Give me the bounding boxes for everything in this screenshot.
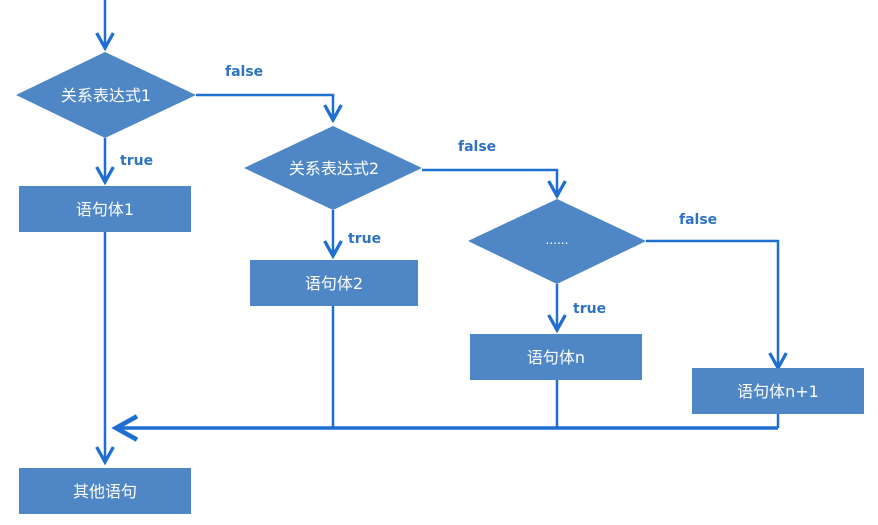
statement-box-n	[470, 334, 642, 380]
statement-n-label: 语句体n	[527, 348, 585, 367]
decision-diamond-3	[468, 199, 646, 284]
true-label-2: true	[348, 231, 381, 247]
statement-1-label: 语句体1	[76, 200, 134, 219]
statement-box-1	[19, 186, 191, 232]
false-label-1: false	[225, 64, 263, 80]
false-label-2: false	[458, 139, 496, 155]
true-label-1: true	[120, 153, 153, 169]
false-arrow-3	[646, 239, 778, 368]
decision-diamond-2	[244, 126, 422, 210]
false-arrow-2	[422, 168, 557, 196]
decision-1-label: 关系表达式1	[61, 86, 151, 105]
decision-3-label: ......	[546, 233, 569, 247]
decision-diamond-1	[16, 52, 196, 138]
statement-box-n1	[692, 368, 864, 414]
other-statement-box	[19, 468, 191, 514]
decision-2-label: 关系表达式2	[289, 159, 379, 178]
true-label-3: true	[573, 301, 606, 317]
statement-n1-label: 语句体n+1	[737, 382, 819, 401]
statement-2-label: 语句体2	[305, 274, 363, 293]
false-arrow-1	[196, 93, 333, 120]
statement-box-2	[250, 260, 418, 306]
other-statement-label: 其他语句	[73, 482, 137, 501]
false-label-3: false	[679, 212, 717, 228]
